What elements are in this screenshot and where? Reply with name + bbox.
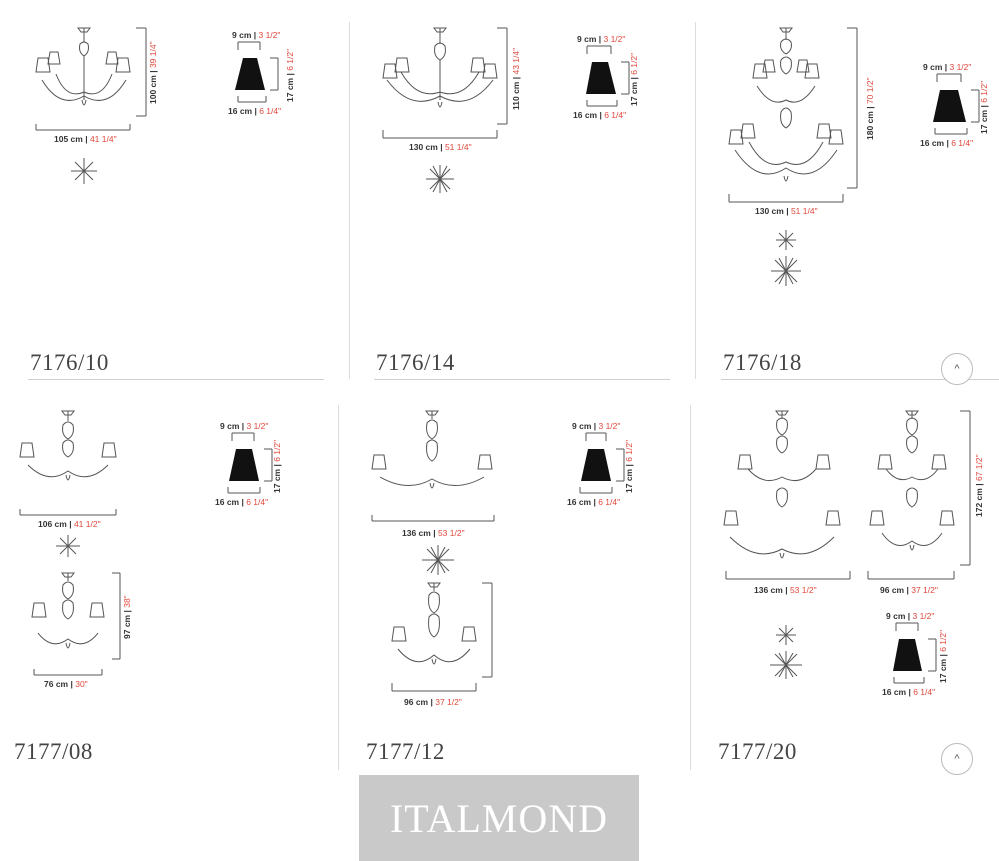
product-code: 7176/14	[376, 350, 455, 375]
svg-text:17 cm | 6 1/2": 17 cm | 6 1/2"	[629, 53, 639, 106]
svg-text:76 cm | 30": 76 cm | 30"	[44, 679, 88, 689]
svg-text:130 cm | 51 1/4": 130 cm | 51 1/4"	[409, 142, 472, 152]
svg-text:97 cm | 38": 97 cm | 38"	[122, 595, 132, 639]
chandelier-drawing	[728, 27, 980, 286]
chandelier-drawing	[35, 27, 279, 184]
svg-text:9 cm | 3 1/2": 9 cm | 3 1/2"	[220, 421, 268, 431]
column-divider	[338, 405, 339, 770]
svg-text:105 cm | 41 1/4": 105 cm | 41 1/4"	[54, 134, 117, 144]
svg-text:16 cm | 6 1/4": 16 cm | 6 1/4"	[567, 497, 620, 507]
svg-text:9 cm | 3 1/2": 9 cm | 3 1/2"	[886, 611, 934, 621]
chandelier-drawing	[371, 410, 625, 692]
svg-text:17 cm | 6 1/2": 17 cm | 6 1/2"	[285, 49, 295, 102]
product-code: 7177/12	[366, 739, 445, 764]
column-divider	[690, 405, 691, 770]
brand-name: ITALMOND	[389, 795, 609, 841]
svg-text:136 cm | 53 1/2": 136 cm | 53 1/2"	[754, 585, 817, 595]
chandelier-drawing	[19, 410, 273, 676]
svg-text:16 cm | 6 1/4": 16 cm | 6 1/4"	[228, 106, 281, 116]
product-code: 7176/10	[30, 350, 109, 375]
svg-text:96 cm | 37 1/2": 96 cm | 37 1/2"	[880, 585, 938, 595]
svg-text:106 cm | 41 1/2": 106 cm | 41 1/2"	[38, 519, 101, 529]
scroll-up-button[interactable]: ^	[941, 353, 973, 385]
svg-text:9 cm | 3 1/2": 9 cm | 3 1/2"	[923, 62, 971, 72]
product-card-7176-18[interactable]: 130 cm | 51 1/4" 180 cm | 70 1/2" 9 cm |…	[695, 0, 999, 385]
svg-text:17 cm | 6 1/2": 17 cm | 6 1/2"	[938, 630, 948, 683]
product-code: 7176/18	[723, 350, 802, 375]
brand-logo: ITALMOND	[359, 775, 639, 861]
svg-text:9 cm | 3 1/2": 9 cm | 3 1/2"	[577, 34, 625, 44]
product-card-7177-08[interactable]: 106 cm | 41 1/2" 76 cm | 30" 97 cm | 38"…	[0, 381, 338, 781]
svg-text:9 cm | 3 1/2": 9 cm | 3 1/2"	[572, 421, 620, 431]
scroll-up-button[interactable]: ^	[941, 743, 973, 775]
svg-text:180 cm | 70 1/2": 180 cm | 70 1/2"	[865, 77, 875, 140]
column-divider	[695, 22, 696, 379]
width-cm: 105 cm	[54, 134, 83, 144]
svg-text:96 cm | 37 1/2": 96 cm | 37 1/2"	[404, 697, 462, 707]
divider	[28, 379, 324, 380]
svg-text:110 cm | 43 1/4": 110 cm | 43 1/4"	[511, 48, 521, 110]
svg-text:172 cm | 67 1/2": 172 cm | 67 1/2"	[974, 454, 984, 517]
product-card-7176-10[interactable]: 105 cm | 41 1/4" 100 cm | 39 1/4" 9 cm |…	[0, 0, 349, 381]
svg-text:16 cm | 6 1/4": 16 cm | 6 1/4"	[920, 138, 973, 148]
product-card-7177-20[interactable]: 136 cm | 53 1/2" 96 cm | 37 1/2" 172 cm …	[690, 381, 999, 781]
svg-text:17 cm | 6 1/2": 17 cm | 6 1/2"	[624, 440, 634, 493]
svg-text:16 cm | 6 1/4": 16 cm | 6 1/4"	[573, 110, 626, 120]
product-card-7176-14[interactable]: 130 cm | 51 1/4" 110 cm | 43 1/4" 9 cm |…	[349, 0, 695, 381]
svg-text:17 cm | 6 1/2": 17 cm | 6 1/2"	[979, 81, 989, 134]
svg-text:9 cm | 3 1/2": 9 cm | 3 1/2"	[232, 30, 280, 40]
product-card-7177-12[interactable]: 136 cm | 53 1/2" 96 cm | 37 1/2" 9 cm | …	[338, 381, 690, 781]
svg-text:16 cm | 6 1/4": 16 cm | 6 1/4"	[882, 687, 935, 697]
chandelier-drawing	[723, 410, 971, 684]
chandelier-drawing	[382, 27, 630, 193]
column-divider	[349, 22, 350, 379]
divider	[374, 379, 670, 380]
svg-text:16 cm | 6 1/4": 16 cm | 6 1/4"	[215, 497, 268, 507]
svg-text:17 cm | 6 1/2": 17 cm | 6 1/2"	[272, 440, 282, 493]
divider	[721, 379, 999, 380]
svg-text:130 cm | 51 1/4": 130 cm | 51 1/4"	[755, 206, 818, 216]
product-code: 7177/20	[718, 739, 797, 764]
chevron-up-icon: ^	[954, 753, 960, 765]
chevron-up-icon: ^	[954, 363, 960, 375]
product-code: 7177/08	[14, 739, 93, 764]
svg-text:136 cm | 53 1/2": 136 cm | 53 1/2"	[402, 528, 465, 538]
svg-text:100 cm | 39 1/4": 100 cm | 39 1/4"	[148, 41, 158, 104]
